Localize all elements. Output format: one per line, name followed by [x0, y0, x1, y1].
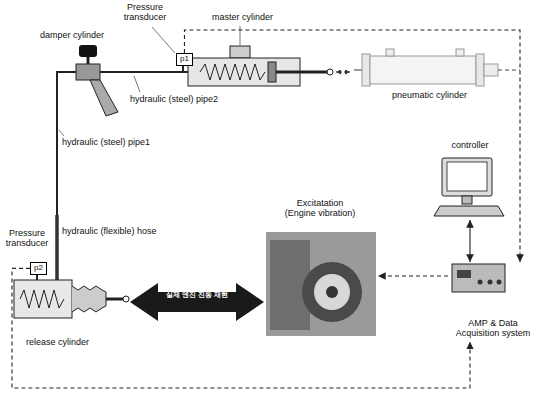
piston — [268, 62, 276, 82]
monitor — [442, 158, 492, 196]
push-rod — [106, 298, 123, 301]
leader-line — [59, 130, 64, 136]
node-label: p1 — [180, 55, 189, 64]
push-rod — [276, 71, 327, 74]
rod-end — [123, 296, 129, 302]
knob — [478, 280, 483, 285]
double-arrow — [130, 283, 264, 321]
leader-line — [240, 26, 241, 45]
daq-box — [452, 264, 505, 292]
signal-line — [378, 275, 448, 276]
sensor-stem — [182, 66, 184, 72]
leader-line — [152, 27, 175, 53]
spring — [200, 64, 265, 80]
part-label: hydraulic (steel) pipe2 — [130, 94, 218, 104]
rod-eye — [327, 69, 333, 75]
part-label: hydraulic (steel) pipe1 — [62, 137, 150, 147]
signal-line — [184, 30, 520, 262]
air-port — [386, 49, 394, 56]
part-label: release cylinder — [26, 337, 89, 347]
shaker-plate — [314, 274, 350, 310]
steel-pipe — [100, 71, 188, 73]
signal-wire — [498, 70, 520, 71]
part-label: Pressure transducer — [2, 228, 52, 249]
knob — [497, 280, 502, 285]
pneumatic-body — [370, 56, 476, 84]
pressure-sensor-box: p1 — [176, 53, 193, 66]
rubber-boot — [72, 286, 106, 312]
reservoir-port — [230, 46, 250, 58]
signal-line — [12, 268, 470, 388]
display — [457, 270, 471, 278]
part-label: 실제 엔진 진동 재현 — [160, 291, 234, 299]
engine-shaker: Excitatation (Engine vibration) — [262, 198, 378, 338]
link-arrow — [336, 72, 350, 73]
monitor-stand — [462, 196, 472, 204]
controller-pc: controller — [428, 140, 512, 220]
keyboard — [434, 206, 504, 216]
shaker-photo — [266, 232, 376, 336]
air-port — [456, 49, 464, 56]
damper-knob — [79, 45, 97, 57]
part-label: damper cylinder — [40, 30, 104, 40]
leader-line — [134, 76, 140, 92]
node-label: AMP & Data Acquisition system — [451, 318, 535, 339]
part-label: pneumatic cylinder — [392, 90, 467, 100]
pressure-sensor-box: p2 — [30, 262, 47, 275]
end-cap — [362, 54, 370, 86]
release-cylinder-body — [14, 280, 72, 318]
fitting — [484, 64, 498, 76]
shaker-bolt — [326, 286, 338, 298]
spring — [20, 290, 64, 308]
knob — [488, 280, 493, 285]
part-label: Pressure transducer — [118, 2, 172, 23]
node-label: p2 — [34, 264, 43, 273]
daq-amplifier: AMP & Data Acquisition system — [448, 262, 538, 342]
screen — [447, 162, 487, 191]
sensor-stem — [36, 275, 38, 280]
shaker-head — [302, 262, 362, 322]
part-label: master cylinder — [212, 12, 273, 22]
signal-line — [469, 220, 470, 262]
node-label: controller — [428, 140, 512, 150]
damper-stem — [87, 57, 90, 64]
damper-body — [90, 80, 118, 116]
damper-block — [76, 64, 100, 80]
end-cap — [476, 54, 484, 86]
flexible-hose — [55, 215, 59, 282]
node-label: Excitatation (Engine vibration) — [281, 198, 359, 219]
part-label: hydraulic (flexible) hose — [62, 226, 157, 236]
